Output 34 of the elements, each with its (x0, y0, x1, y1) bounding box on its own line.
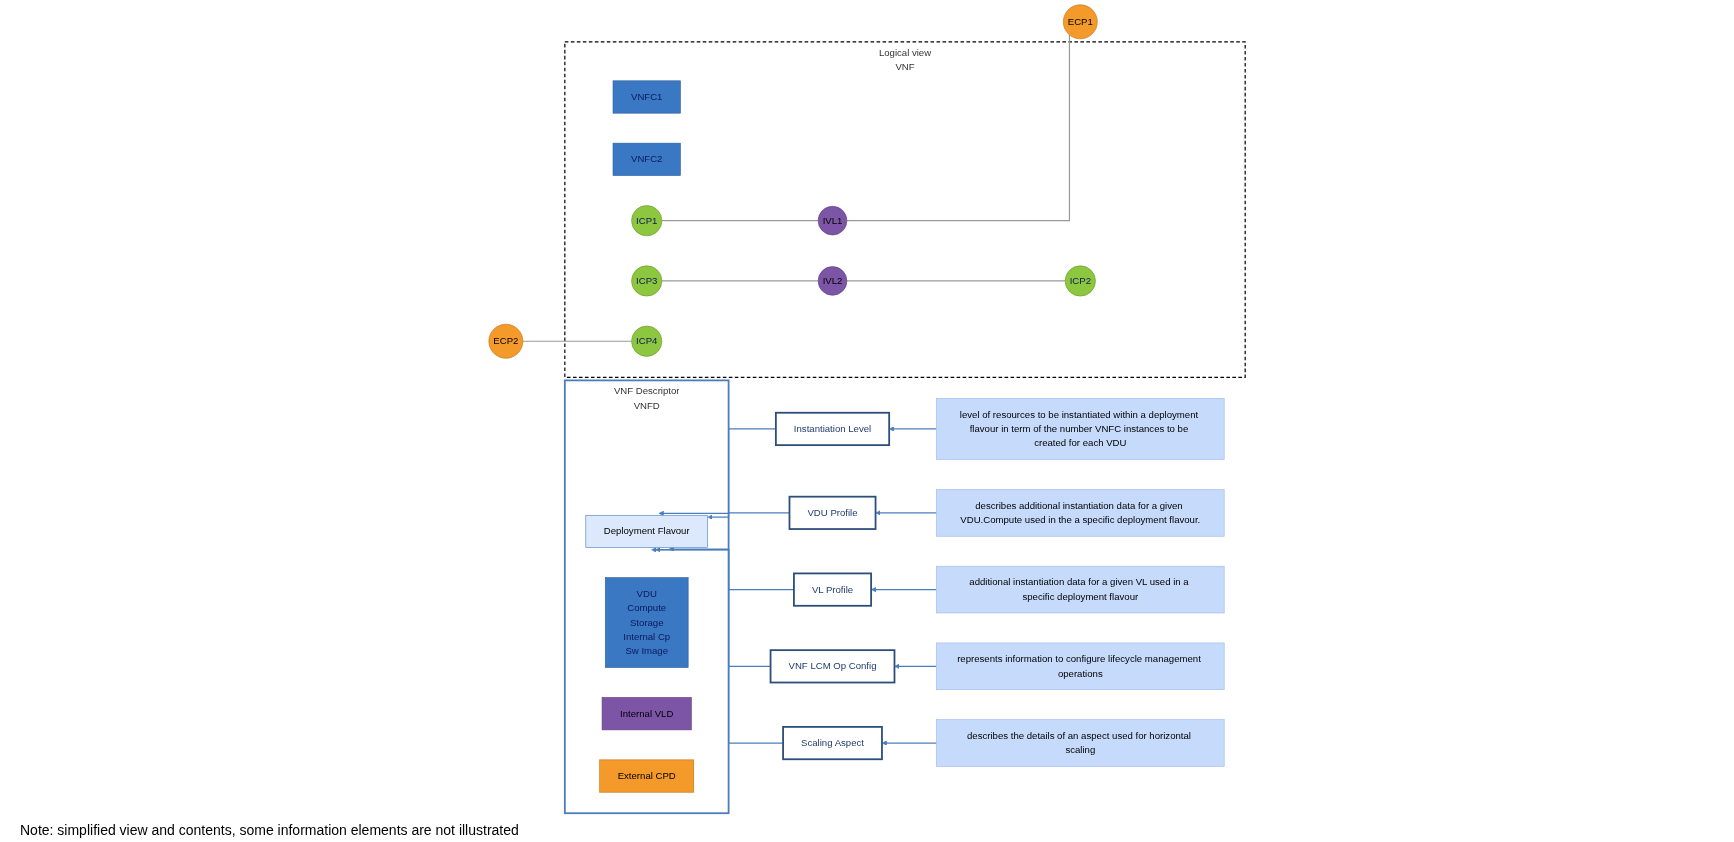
node-circle: ECP2 (488, 323, 524, 359)
node-box: VNFC1 (612, 80, 681, 114)
node-box: VL Profile (793, 572, 872, 607)
node-box: represents information to configure lifecycle management operations (936, 642, 1225, 690)
node-circle: ICP3 (631, 265, 663, 297)
connector (846, 280, 1066, 282)
node-box: VNF LCM Op Config (769, 649, 896, 684)
node-circle: IVL2 (817, 266, 848, 296)
node-box: Scaling Aspect (782, 726, 883, 761)
node-box: describes the details of an aspect used for horizontal scaling (936, 719, 1225, 767)
connector (661, 220, 819, 222)
connector (846, 34, 1071, 222)
node-box: VNFC2 (612, 142, 681, 176)
node-box: Deployment Flavour (585, 514, 708, 548)
node-box: VDU Compute Storage Internal Cp Sw Image (604, 577, 689, 668)
node-box: VDU Profile (788, 495, 877, 530)
node-box: describes additional instantiation data for a given VDU.Compute used in the a specific deployment flavour. (936, 489, 1225, 537)
arrow (875, 510, 938, 516)
connector (661, 280, 819, 282)
arrow (651, 547, 784, 744)
arrow (881, 740, 938, 746)
node-box: additional instantiation data for a given VL used in a specific deployment flavour (936, 565, 1225, 614)
node-box: level of resources to be instantiated within a deployment flavour in term of the number VNFC instances to be created for each VDU (936, 398, 1225, 460)
node-circle: ICP4 (631, 325, 663, 357)
node-box: Instantiation Level (775, 411, 891, 447)
node-circle: ICP2 (1064, 265, 1096, 297)
node-circle: ECP1 (1063, 4, 1098, 40)
node-circle: IVL1 (817, 206, 848, 236)
node-box: External CPD (599, 759, 695, 793)
node-box: Internal VLD (601, 697, 692, 731)
connector (522, 340, 633, 342)
note-text: Note: simplified view and contents, some information elements are not illustrated (20, 822, 520, 838)
arrow (894, 663, 938, 669)
node-circle: ICP1 (631, 205, 663, 237)
